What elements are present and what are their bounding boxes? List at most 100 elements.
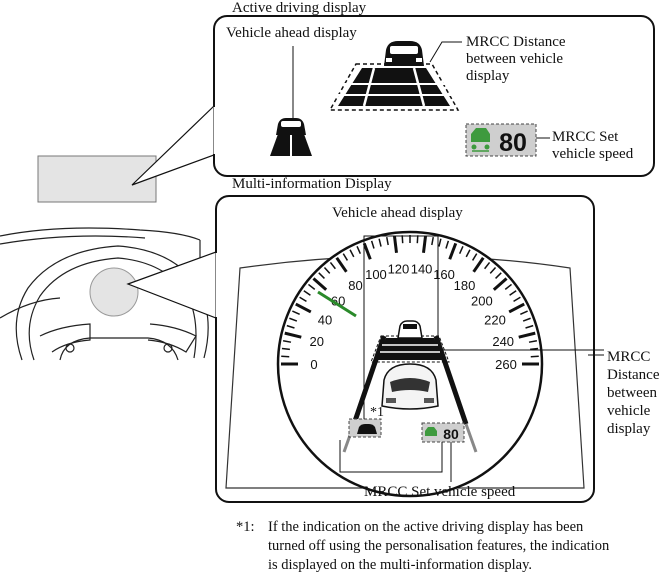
tick-label: 120 (388, 262, 410, 277)
footnote-line: If the indication on the active driving … (268, 519, 584, 535)
active-mrcc-distance-label: MRCC Distance between vehicle display (466, 34, 566, 84)
mid-leader-set-speed (339, 440, 443, 473)
minor-tick (299, 296, 307, 303)
major-tick (472, 256, 485, 273)
active-vehicle-ahead-label: Vehicle ahead display (226, 25, 357, 41)
major-tick (392, 235, 398, 253)
minor-tick (342, 253, 349, 261)
mrcc-car-icon (471, 128, 490, 142)
minor-tick (520, 310, 528, 316)
minor-tick (522, 317, 531, 322)
mid-vehicle-ahead-label: Vehicle ahead display (332, 205, 463, 221)
minor-tick (471, 253, 478, 261)
mid-mrcc-set-speed-label: MRCC Set vehicle speed (364, 484, 516, 500)
minor-tick (323, 266, 331, 274)
major-tick (492, 277, 508, 291)
minor-tick (303, 290, 311, 296)
tick-label: 160 (433, 267, 455, 282)
minor-tick (525, 324, 534, 329)
tick-label: 220 (484, 312, 506, 327)
minor-tick (292, 310, 300, 316)
minor-tick (286, 324, 295, 329)
major-tick (312, 277, 328, 291)
major-tick (284, 331, 302, 339)
minor-tick (281, 347, 290, 351)
mid-vehicle-ahead-icon (397, 320, 423, 339)
minor-tick (318, 272, 325, 279)
minor-tick (307, 283, 316, 290)
instrument-cluster-area (89, 267, 139, 317)
major-tick (518, 331, 536, 339)
major-tick (362, 242, 372, 260)
tick-label: 260 (495, 357, 517, 372)
active-driving-display-callout: 80 (37, 15, 655, 203)
minor-tick (282, 340, 292, 343)
leader-mrcc-distance (429, 41, 462, 63)
vehicle-ahead-icon-large (384, 41, 424, 66)
minor-tick (356, 246, 362, 254)
mid-mrcc-distance-label: MRCC Distance between vehicle display (607, 349, 660, 437)
minor-tick (438, 238, 442, 247)
footnote-number: *1: (236, 519, 255, 535)
major-tick (508, 302, 525, 314)
tick-label: 80 (348, 278, 362, 293)
tick-label: 40 (318, 312, 332, 327)
minor-tick (431, 236, 434, 246)
minor-tick (530, 347, 539, 351)
active-mrcc-speed-label: MRCC Set vehicle speed (552, 129, 634, 162)
minor-tick (458, 246, 464, 254)
major-tick (422, 235, 428, 253)
tick-label: 180 (454, 278, 476, 293)
footnote-marker-label: *1 (370, 405, 384, 420)
mrcc-set-speed-badge: 80 (465, 123, 537, 157)
speed-needle (317, 290, 357, 318)
minor-tick (504, 283, 513, 290)
tick-label: 240 (492, 334, 514, 349)
mrcc-distance-lane (328, 63, 460, 111)
road-lane-lines (342, 335, 478, 453)
active-driving-display-title: Active driving display (232, 0, 367, 16)
minor-tick (349, 249, 355, 258)
multi-information-display-title: Multi-information Display (232, 176, 392, 192)
footnote-line: turned off using the personalisation fea… (268, 538, 610, 554)
minor-tick (495, 272, 502, 279)
minor-tick (489, 266, 497, 274)
minor-tick (509, 290, 517, 296)
minor-tick (528, 340, 538, 343)
minor-tick (465, 249, 471, 258)
major-tick (448, 242, 458, 260)
steering-wheel-dashboard-sketch (0, 227, 231, 361)
mid-leader-vehicle-ahead (363, 235, 439, 419)
minor-tick (378, 238, 382, 247)
tick-label: 20 (310, 334, 324, 349)
major-tick (335, 256, 348, 273)
footnote-text: If the indication on the active driving … (268, 518, 668, 575)
windshield-projection-area (37, 155, 157, 203)
tick-label: 60 (331, 293, 345, 308)
minor-tick (513, 296, 521, 303)
own-vehicle-icon (381, 363, 439, 410)
mid-set-speed-badge: 80 (421, 422, 465, 443)
minor-tick (370, 240, 375, 249)
minor-tick (329, 261, 336, 270)
footnote-line: is displayed on the multi-information di… (268, 557, 533, 573)
tick-label: 0 (310, 357, 317, 372)
minor-tick (445, 240, 450, 249)
tick-label: 100 (365, 267, 387, 282)
minor-tick (484, 261, 491, 270)
speedometer-ticks (281, 235, 539, 366)
active-set-speed-value: 80 (499, 129, 527, 157)
tick-label: 200 (471, 293, 493, 308)
minor-tick (289, 317, 298, 322)
mid-vehicle-ahead-badge (348, 418, 382, 438)
callout-wedge (131, 104, 215, 186)
mid-set-speed-value: 80 (443, 426, 459, 442)
mid-distance-bars (370, 335, 450, 363)
major-tick (295, 302, 312, 314)
minor-tick (386, 236, 389, 246)
vehicle-ahead-icon-small (270, 118, 312, 156)
tick-label: 140 (411, 262, 433, 277)
